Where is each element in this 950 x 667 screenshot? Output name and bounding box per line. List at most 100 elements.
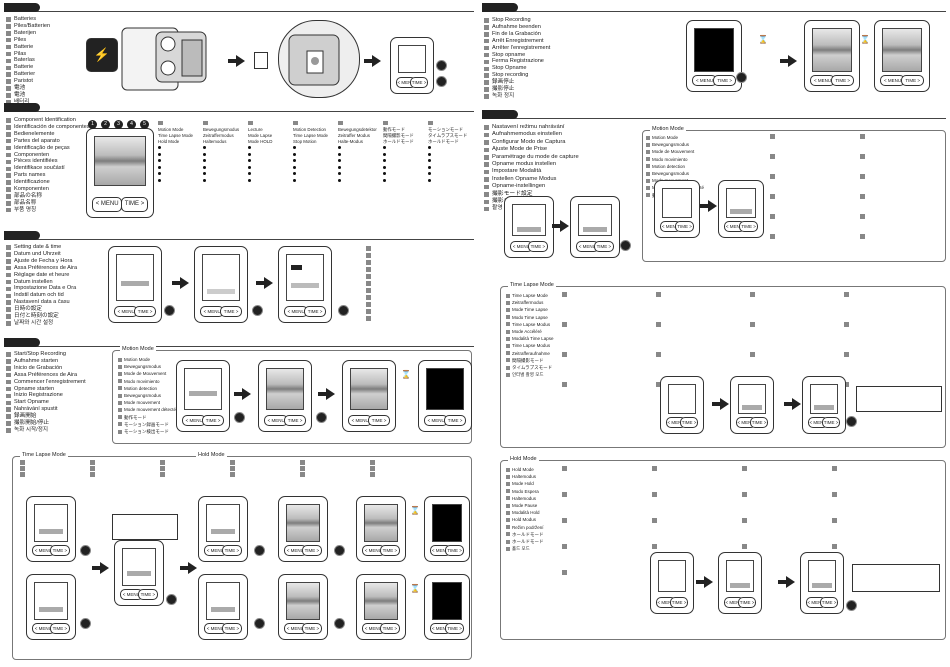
language-text: Partes del aparato (14, 137, 60, 144)
mode-item: Režim podržení (506, 524, 544, 531)
language-flag-icon (484, 155, 489, 160)
mode-item-text: 間隔撮影モード (512, 357, 544, 363)
ok-button-icon[interactable] (334, 545, 345, 556)
language-flag-icon (742, 492, 747, 497)
bullet-icon (428, 165, 431, 169)
bullet-icon (293, 152, 296, 156)
bullet-line (366, 281, 374, 288)
language-flag-icon (484, 25, 489, 30)
confirm-button-icon[interactable] (338, 305, 349, 316)
language-line: Nastavení režimu nahrávání (484, 124, 579, 131)
language-line: Impostazione Data e Ora (6, 285, 77, 292)
language-flag-icon (484, 32, 489, 37)
mode-item-text: Mode de Mouvement (124, 371, 167, 377)
language-flag-icon (646, 178, 650, 183)
language-flag-icon (158, 120, 163, 125)
mode-label: Halte-Modus (338, 139, 363, 144)
language-text: Start Opname (14, 399, 49, 406)
language-flag-icon (506, 489, 510, 494)
mode-item-text: Time Lapse Mode (512, 293, 548, 298)
time-button-icon[interactable] (80, 545, 91, 556)
language-flag-icon (770, 134, 775, 139)
language-line: Inizio Registrazione (6, 392, 86, 399)
mode-item: Hold Modus (506, 516, 544, 523)
time-lapse-hold-panel (12, 456, 472, 660)
language-flag-icon (506, 510, 510, 515)
language-line: Identificação de peças (6, 145, 90, 152)
language-flag-icon (6, 159, 11, 165)
ok-button-icon[interactable] (334, 618, 345, 629)
language-flag-icon (118, 372, 122, 376)
language-text: Nastavení data a času (14, 299, 70, 306)
ok-button-icon[interactable] (254, 545, 265, 556)
shutter-button-icon[interactable] (436, 76, 447, 87)
language-text: 電池 (14, 85, 26, 92)
language-flag-icon (506, 503, 510, 508)
bullet-icon (428, 146, 431, 149)
mode-item: 홀드 모드 (506, 545, 544, 552)
mode-item: Bewegungsmodus (646, 170, 704, 177)
language-flag-icon (6, 51, 11, 57)
language-line: Start/Stop Recording (6, 351, 86, 358)
language-flag-icon (6, 24, 11, 29)
bullet-icon (338, 159, 341, 162)
language-flag-icon (484, 18, 489, 23)
ok-button-icon[interactable] (234, 412, 245, 423)
mode-item: Mode Time Lapse (506, 306, 554, 313)
language-flag-icon (366, 281, 371, 286)
ok-button-icon[interactable] (846, 416, 857, 427)
language-line: Ajuste Mode de Prise (484, 146, 579, 153)
set-button-icon[interactable] (252, 305, 263, 316)
language-text: Impostazione Data e Ora (14, 285, 77, 292)
mode-item-text: Time Lapse Modus (512, 321, 551, 327)
bullet-icon (293, 165, 296, 169)
ok-button-icon[interactable] (846, 600, 857, 611)
time-button-icon[interactable] (80, 618, 91, 629)
language-flag-icon (6, 44, 11, 50)
language-flag-icon (6, 118, 11, 123)
language-line: Opname modus instellen (484, 161, 579, 168)
language-flag-icon (506, 467, 510, 472)
bullet-icon (158, 159, 161, 162)
mode-item-text: モーション検出モード (124, 429, 169, 435)
language-flag-icon (6, 372, 11, 378)
language-flag-icon (6, 286, 11, 292)
hourglass-icon: ⌛ (410, 584, 420, 593)
language-flag-icon (6, 79, 11, 84)
language-text: Ajuste de Fecha y Hora (14, 257, 73, 264)
ok-button-icon[interactable] (166, 594, 177, 605)
mode-column: 動作モード間隔撮影モードホールドモード (383, 120, 425, 184)
language-text: 電池 (14, 91, 26, 98)
ok-button-icon[interactable] (254, 618, 265, 629)
set-button-icon[interactable] (620, 240, 631, 251)
menu-button-icon[interactable] (164, 305, 175, 316)
bullet-icon (293, 178, 296, 182)
language-flag-icon (562, 382, 567, 387)
bullet-icon (248, 172, 251, 175)
mode-item-text: Time Lapse Modus (512, 343, 551, 349)
language-flag-icon (118, 422, 122, 427)
language-line: Datum instellen (6, 279, 77, 286)
language-flag-icon (646, 135, 650, 140)
callout-number-3: 3 (114, 120, 123, 129)
bullet-icon (203, 152, 206, 156)
ok-button-icon[interactable] (316, 412, 327, 423)
language-flag-icon (506, 525, 510, 530)
language-flag-icon (860, 174, 865, 179)
bullet-line (366, 302, 374, 309)
language-flag-icon (484, 59, 489, 65)
stop-button-icon[interactable] (736, 72, 747, 83)
language-line: Komponenten (6, 186, 90, 193)
language-line: Commencer l'enregistrement (6, 379, 86, 386)
language-flag-icon (770, 154, 775, 159)
power-button-icon[interactable] (436, 60, 447, 71)
language-flag-icon (370, 466, 375, 471)
mode-label: Motion Mode (158, 127, 184, 132)
